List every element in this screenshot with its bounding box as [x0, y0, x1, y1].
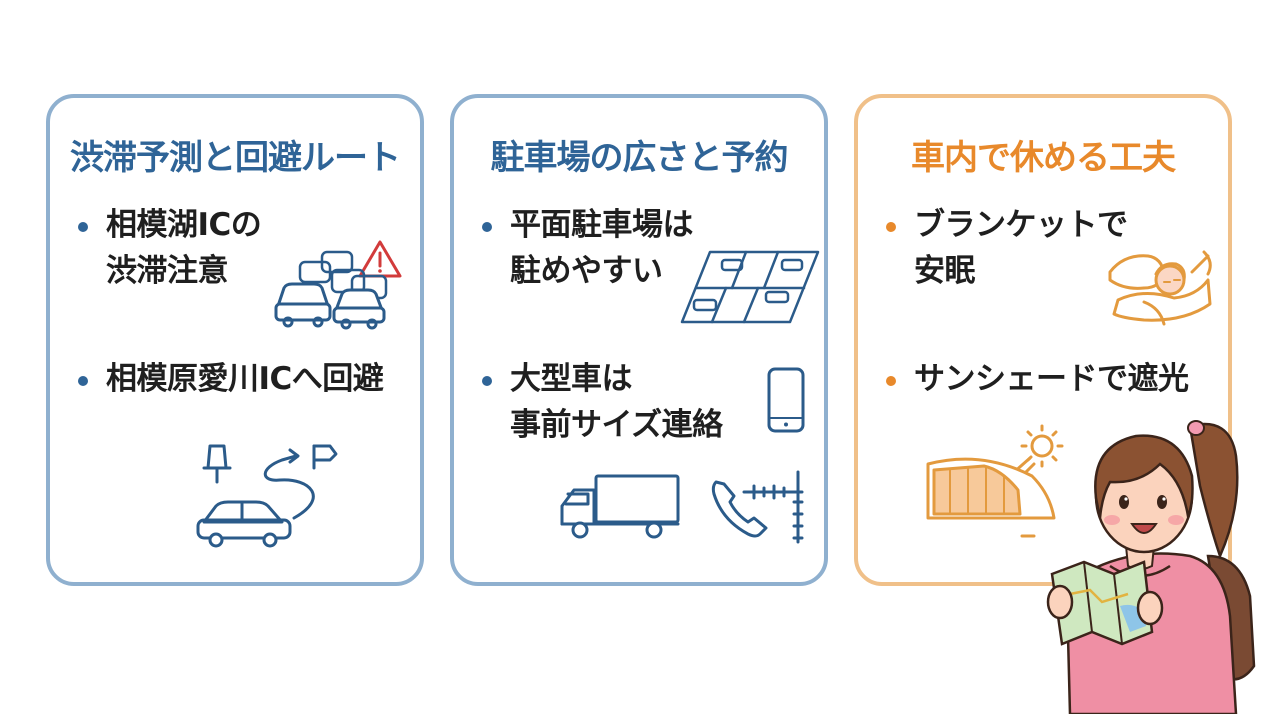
bullet-dot: [886, 222, 896, 232]
bullet-item: 大型車は 事前サイズ連絡: [482, 356, 723, 448]
bullet-dot: [482, 376, 492, 386]
warning-icon: [358, 240, 402, 278]
card-congestion: 渋滞予測と回避ルート 相模湖ICの 渋滞注意: [46, 94, 424, 586]
bullet-line: ブランケットで: [914, 207, 1128, 243]
card-title: 渋滞予測と回避ルート: [70, 138, 401, 178]
sunshade-icon: [926, 424, 1064, 538]
bullet-item: ブランケットで 安眠: [886, 202, 1128, 294]
traffic-jam-icon: [274, 240, 402, 330]
bullet-line: 大型車は: [510, 361, 632, 397]
card-parking: 駐車場の広さと予約 平面駐車場は 駐めやすい 大型車は 事前サイズ連絡: [450, 94, 828, 586]
bullet-line: 相模原愛川ICへ回避: [106, 361, 384, 397]
detour-route-icon: [196, 444, 338, 548]
bullet-line: 相模湖ICの: [106, 207, 262, 243]
bullet-dot: [78, 222, 88, 232]
card-title: 車内で休める工夫: [911, 138, 1176, 178]
sleeping-person-icon: [1108, 250, 1212, 326]
bullet-line: 駐めやすい: [510, 253, 663, 289]
bullet-dot: [78, 376, 88, 386]
bullet-dot: [482, 222, 492, 232]
smartphone-icon: [767, 367, 805, 433]
bullet-item: 相模原愛川ICへ回避: [78, 356, 384, 402]
bullet-line: 事前サイズ連絡: [510, 407, 723, 443]
card-title: 駐車場の広さと予約: [490, 138, 789, 178]
card-rest: 車内で休める工夫 ブランケットで 安眠 サンシェードで遮光: [854, 94, 1232, 586]
bullet-item: 平面駐車場は 駐めやすい: [482, 202, 694, 294]
bullet-line: 平面駐車場は: [510, 207, 694, 243]
bullet-dot: [886, 376, 896, 386]
bullet-line: サンシェードで遮光: [914, 361, 1189, 397]
bullet-item: 相模湖ICの 渋滞注意: [78, 202, 262, 294]
parking-lot-icon: [680, 250, 820, 324]
phone-measure-icon: [711, 470, 804, 544]
bullet-item: サンシェードで遮光: [886, 356, 1189, 402]
bullet-line: 渋滞注意: [106, 253, 229, 289]
bullet-line: 安眠: [914, 253, 975, 289]
truck-icon: [560, 474, 680, 539]
traveler-girl-illustration: [1046, 420, 1256, 714]
